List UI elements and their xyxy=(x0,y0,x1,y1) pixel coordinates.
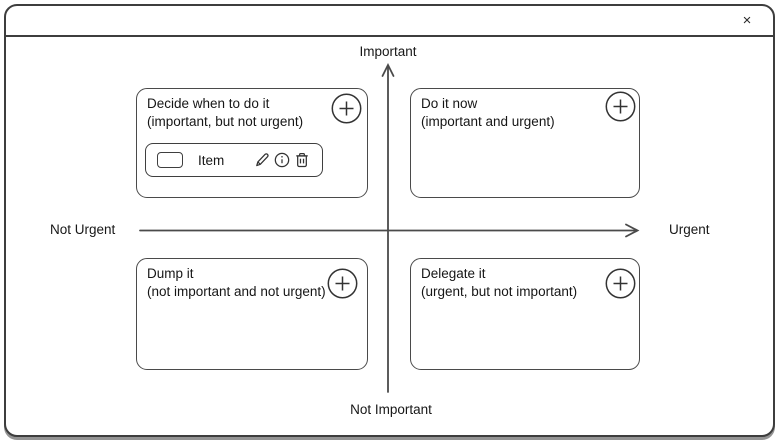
list-item[interactable]: Item xyxy=(145,143,323,177)
plus-icon xyxy=(331,93,362,124)
item-checkbox[interactable] xyxy=(157,152,183,168)
add-item-button[interactable] xyxy=(331,93,362,124)
axis-label-important: Important xyxy=(359,44,417,59)
add-item-button[interactable] xyxy=(605,91,636,122)
axis-label-not-urgent: Not Urgent xyxy=(50,222,116,237)
quadrant-title: Dump it xyxy=(147,266,194,281)
quadrant-delegate-it: Delegate it (urgent, but not important) xyxy=(410,258,640,370)
info-icon xyxy=(274,152,289,168)
item-label: Item xyxy=(198,152,225,168)
trash-icon xyxy=(295,152,308,168)
edit-button[interactable] xyxy=(252,150,271,170)
add-item-button[interactable] xyxy=(327,268,358,299)
item-actions xyxy=(252,150,311,170)
delete-button[interactable] xyxy=(292,150,311,170)
quadrant-subtitle: (urgent, but not important) xyxy=(421,284,578,299)
pencil-icon xyxy=(255,153,269,167)
quadrant-dump-it: Dump it (not important and not urgent) xyxy=(136,258,368,370)
close-button[interactable]: × xyxy=(737,11,757,31)
axis-label-urgent: Urgent xyxy=(669,222,710,237)
axis-label-not-important: Not Important xyxy=(350,402,432,417)
quadrant-subtitle: (not important and not urgent) xyxy=(147,284,326,299)
quadrant-do-it-now: Do it now (important and urgent) xyxy=(410,88,640,198)
add-item-button[interactable] xyxy=(605,268,636,299)
quadrant-subtitle: (important, but not urgent) xyxy=(147,114,304,129)
plus-icon xyxy=(327,268,358,299)
quadrant-decide-when: Decide when to do it (important, but not… xyxy=(136,88,368,198)
title-bar: × xyxy=(6,6,773,37)
quadrant-title: Decide when to do it xyxy=(147,96,270,111)
quadrant-subtitle: (important and urgent) xyxy=(421,114,555,129)
quadrant-title: Delegate it xyxy=(421,266,486,281)
plus-icon xyxy=(605,91,636,122)
info-button[interactable] xyxy=(272,150,291,170)
app-window: × xyxy=(4,4,775,437)
quadrant-title: Do it now xyxy=(421,96,478,111)
plus-icon xyxy=(605,268,636,299)
